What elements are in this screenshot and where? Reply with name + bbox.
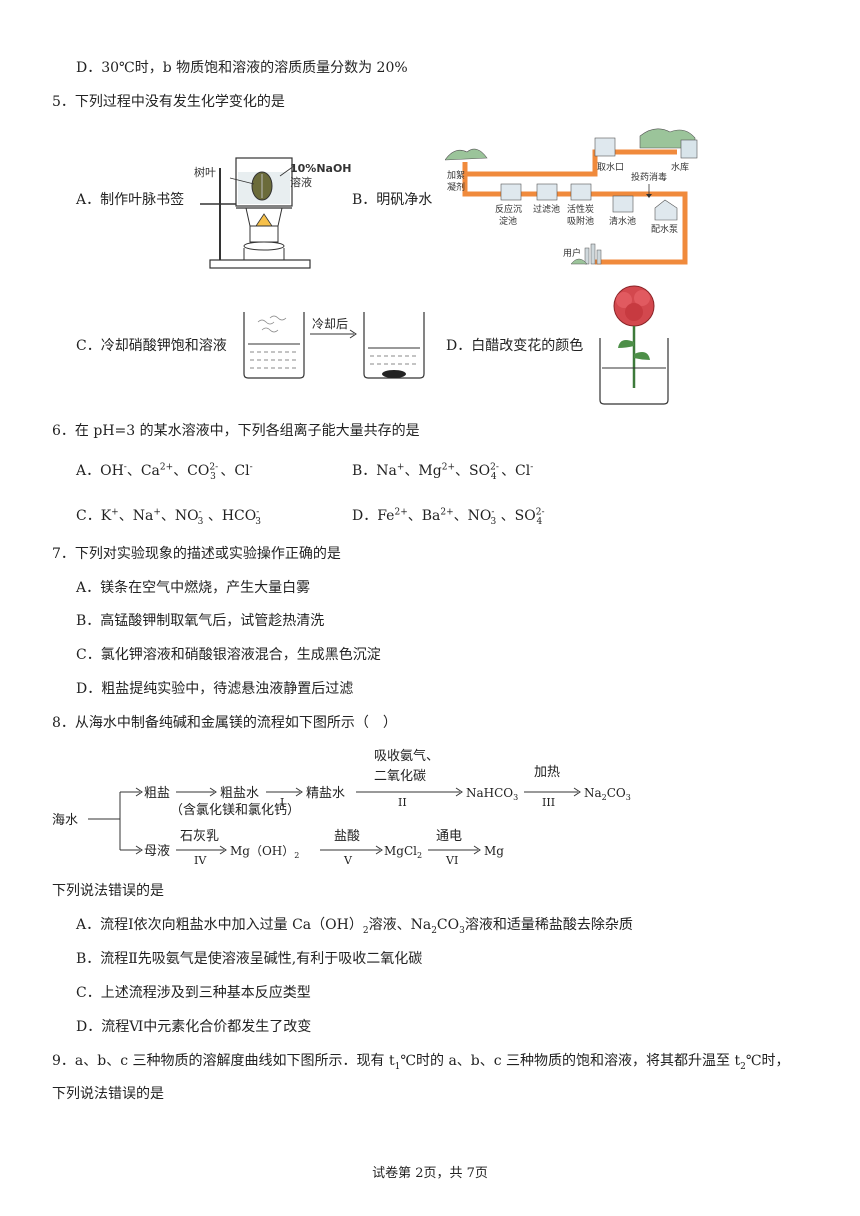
q5-option-c: C．冷却硝酸钾饱和溶液 — [76, 338, 227, 354]
flow-step-5: V — [343, 854, 353, 867]
q8-option-a: A．流程Ⅰ依次向粗盐水中加入过量 Ca（OH）2溶液、Na2CO3溶液和适量稀盐… — [76, 917, 633, 936]
flow-absorb2: 二氧化碳 — [374, 769, 426, 784]
q6-option-c: C．K+、Na+、NO-3 、HCO-3 — [76, 507, 262, 527]
q5-option-b: B．明矾净水 — [352, 192, 433, 208]
flow-mother-liquor: 母液 — [144, 844, 170, 859]
q5-option-a: A．制作叶脉书签 — [76, 192, 185, 208]
q7-option-a: A．镁条在空气中燃烧，产生大量白雾 — [76, 580, 311, 596]
flow-seawater: 海水 — [52, 813, 78, 828]
figure-cooling-beakers: 冷却后 — [243, 312, 425, 379]
q8-stem: 8．从海水中制备纯碱和金属镁的流程如下图所示（ ） — [52, 715, 397, 731]
label-clear-pool: 清水池 — [609, 215, 636, 227]
label-user: 用户 — [563, 247, 581, 259]
flow-absorb1: 吸收氨气、 — [374, 748, 439, 764]
q5-option-d: D．白醋改变花的颜色 — [446, 338, 584, 354]
q6-option-d: D．Fe2+、Ba2+、NO-3 、SO2-4 — [352, 507, 545, 527]
label-disinfect: 投药消毒 — [631, 171, 667, 183]
q8-lead: 下列说法错误的是 — [52, 883, 164, 899]
label-add: 加絮 — [447, 169, 465, 181]
flow-crude-water: 粗盐水 — [220, 786, 259, 801]
flow-mg: Mg — [484, 844, 504, 858]
label-filter: 过滤池 — [533, 203, 560, 215]
flow-step-6: VI — [445, 854, 458, 867]
q8-option-b: B．流程Ⅱ先吸氨气是使溶液呈碱性,有利于吸收二氧化碳 — [76, 951, 423, 967]
label-carbon2: 吸附池 — [567, 215, 594, 227]
label-after-cooling: 冷却后 — [312, 317, 348, 331]
figure-water-purification: 加絮 凝剂 取水口 水库 投药消毒 反应沉 淀池 过滤池 活性炭 吸附池 清水池… — [445, 128, 698, 265]
q4-option-d: D．30℃时，b 物质饱和溶液的溶质质量分数为 20% — [76, 60, 408, 76]
figure-seawater-flow: 海水 粗盐 粗盐水 （含氯化镁和氯化钙） I 精盐水 吸收氨气、 二氧化碳 II… — [52, 748, 631, 867]
label-carbon1: 活性炭 — [567, 203, 594, 215]
label-settle2: 淀池 — [499, 215, 517, 227]
flow-mgcl2: MgCl2 — [384, 844, 422, 860]
flow-lime: 石灰乳 — [180, 829, 219, 844]
q8-option-d: D．流程Ⅵ中元素化合价都发生了改变 — [76, 1019, 312, 1035]
q9-stem-line2: 下列说法错误的是 — [52, 1086, 164, 1102]
q6-option-b: B．Na+、Mg2+、SO2-4 、Cl- — [352, 462, 534, 482]
q9-stem-line1: 9．a、b、c 三种物质的溶解度曲线如下图所示．现有 t1℃时的 a、b、c 三… — [52, 1053, 790, 1072]
q7-option-d: D．粗盐提纯实验中，待滤悬浊液静置后过滤 — [76, 681, 354, 697]
page-footer: 试卷第 2页，共 7页 — [372, 1166, 488, 1181]
label-intake: 取水口 — [597, 161, 624, 173]
flow-fine-water: 精盐水 — [306, 786, 345, 801]
label-leaf: 树叶 — [194, 165, 216, 179]
q6-option-a: A．OH-、Ca2+、CO2-3 、Cl- — [76, 462, 253, 482]
q7-stem: 7．下列对实验现象的描述或实验操作正确的是 — [52, 546, 341, 562]
flow-step-2: II — [398, 796, 407, 809]
q7-option-b: B．高锰酸钾制取氧气后，试管趁热清洗 — [76, 613, 325, 629]
flow-na2co3: Na2CO3 — [584, 786, 631, 802]
label-naoh: 10%NaOH — [290, 162, 352, 175]
label-reservoir: 水库 — [671, 161, 689, 173]
flow-step-3: III — [542, 796, 555, 809]
flow-electric: 通电 — [436, 829, 462, 844]
q7-option-c: C．氯化钾溶液和硝酸银溶液混合，生成黑色沉淀 — [76, 647, 381, 663]
flow-hcl: 盐酸 — [334, 829, 360, 844]
figure-leaf-vein-apparatus: 树叶 10%NaOH 溶液 — [194, 157, 352, 269]
label-pump: 配水泵 — [651, 223, 678, 235]
flow-step-4: IV — [194, 854, 207, 867]
flow-step-1: I — [280, 796, 284, 809]
label-solution: 溶液 — [290, 175, 312, 189]
q5-stem: 5．下列过程中没有发生化学变化的是 — [52, 94, 285, 110]
flow-heat: 加热 — [534, 765, 560, 780]
q6-stem: 6．在 pH=3 的某水溶液中，下列各组离子能大量共存的是 — [52, 423, 420, 439]
flow-impurity: （含氯化镁和氯化钙） — [170, 802, 300, 818]
q8-option-c: C．上述流程涉及到三种基本反应类型 — [76, 985, 311, 1001]
label-settle1: 反应沉 — [495, 203, 522, 215]
flow-mgoh2: Mg（OH）2 — [230, 844, 299, 860]
label-coagulant: 凝剂 — [447, 181, 465, 193]
figure-flower-beaker — [599, 285, 669, 405]
flow-nahco3: NaHCO3 — [466, 786, 518, 802]
flow-crude-salt: 粗盐 — [144, 786, 170, 801]
